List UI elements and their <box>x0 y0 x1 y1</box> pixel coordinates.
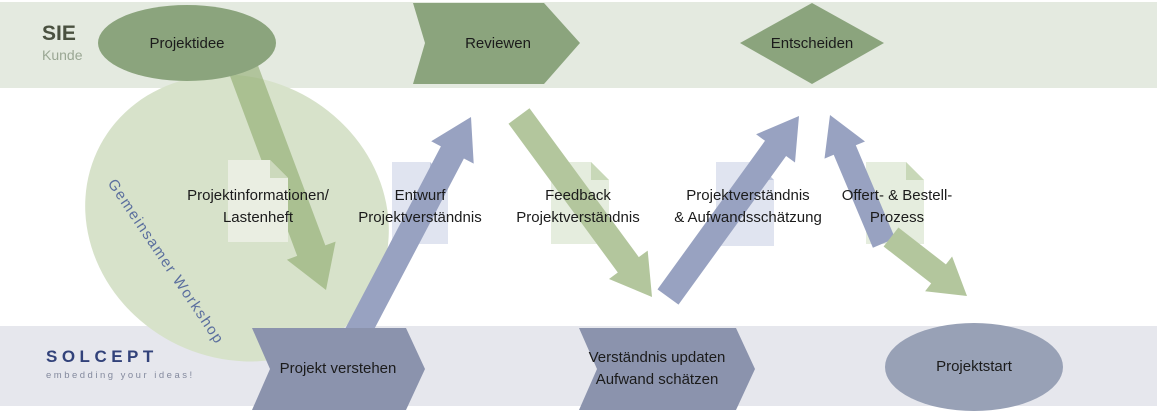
customer-actor-role: Kunde <box>42 47 83 63</box>
arrow-entscheiden-to-projektstart <box>883 227 967 296</box>
entscheiden-diamond-shape <box>740 3 884 84</box>
customer-actor-name: SIE <box>42 22 76 45</box>
label-projektstart: Projektstart <box>936 358 1012 375</box>
verstaendnis-updaten-chevron-shape <box>579 328 755 410</box>
label-entscheiden: Entscheiden <box>770 35 854 52</box>
label-doc-offert: Offert- & Bestell- Prozess <box>841 187 953 226</box>
projektidee-shape <box>98 5 276 81</box>
label-projekt-verstehen: Projekt verstehen <box>279 360 397 377</box>
reviewen-chevron-shape <box>413 3 580 84</box>
label-doc-feedback: Feedback Projektverständnis <box>516 187 640 226</box>
projektstart-shape <box>885 323 1063 411</box>
customer-actor: SIE Kunde <box>42 22 82 64</box>
document-icon-lastenheft <box>228 160 288 242</box>
label-verstaendnis-updaten: Verständnis updaten Aufwand schätzen <box>588 349 726 388</box>
label-doc-lastenheft: Projektinformationen/ Lastenheft <box>187 187 329 226</box>
label-doc-entwurf: Entwurf Projektverständnis <box>358 187 482 226</box>
provider-logo-name: SOLCEPT <box>46 347 158 366</box>
arrow-entwurf-to-reviewen <box>344 117 474 342</box>
label-doc-aufwandsschaetzung: Projektverständnis & Aufwandsschätzung <box>674 187 822 226</box>
label-reviewen: Reviewen <box>465 35 531 52</box>
provider-logo-tagline: embedding your ideas! <box>46 370 195 381</box>
provider-logo: SOLCEPT embedding your ideas! <box>46 347 195 382</box>
arrow-feedback-to-verstaendnis <box>508 108 652 297</box>
label-projektidee: Projektidee <box>149 35 225 52</box>
arrow-projektidee-to-projekt-verstehen <box>223 46 336 291</box>
arrow-offert-to-entscheiden <box>824 115 896 248</box>
projekt-verstehen-chevron-shape <box>252 328 425 410</box>
arrow-aufwand-to-entscheiden <box>657 116 799 305</box>
